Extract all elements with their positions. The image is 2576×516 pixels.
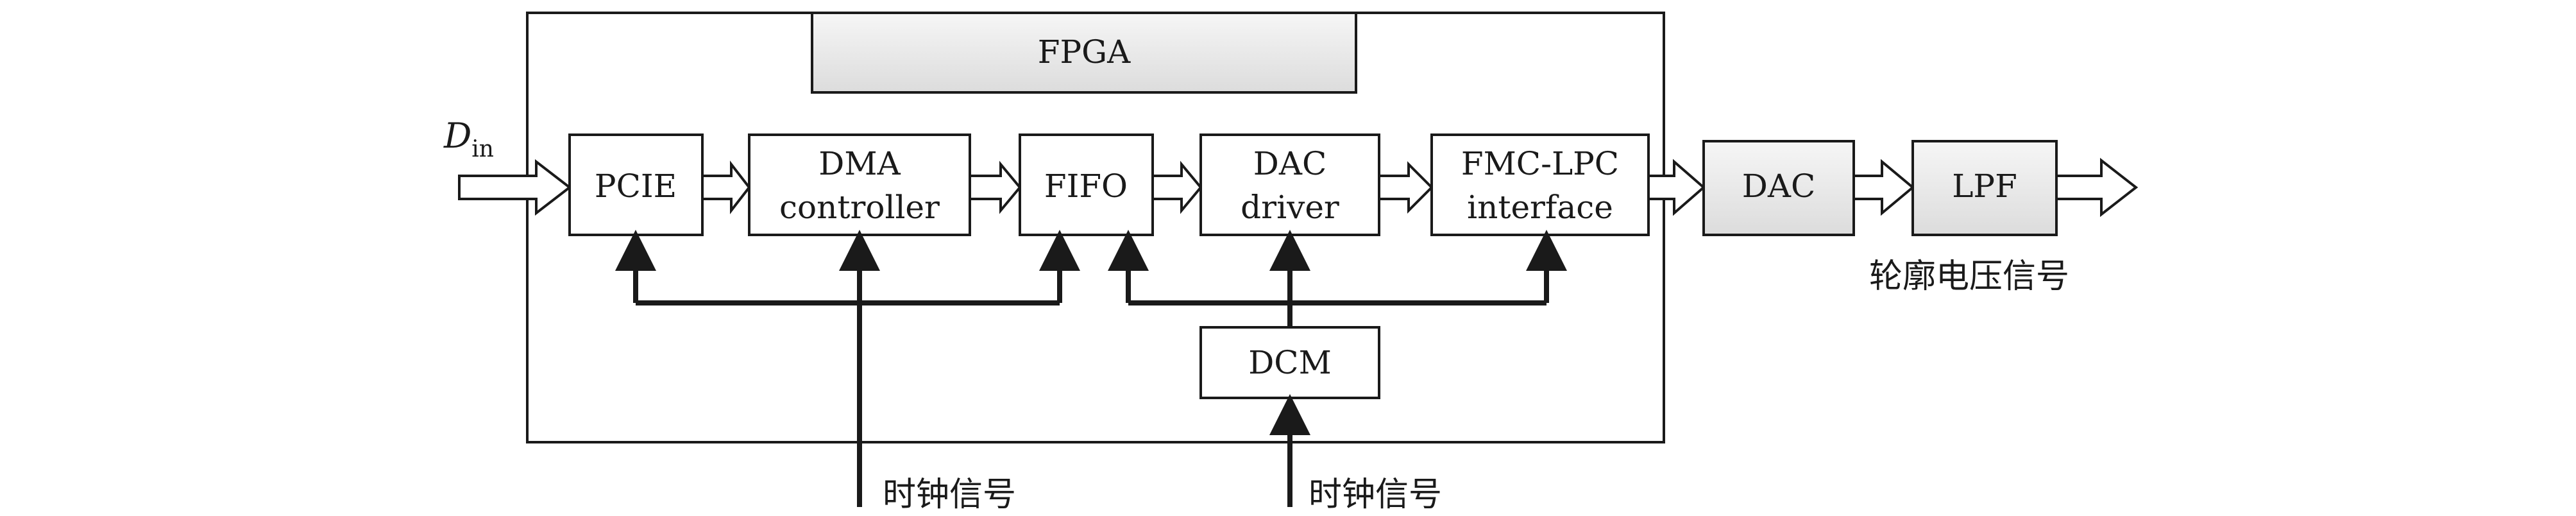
fpga-title-bar	[811, 12, 1357, 94]
block-fifo-box	[1019, 133, 1154, 236]
block-lpf: LPF	[1911, 140, 2058, 236]
block-dac-external-box	[1702, 140, 1855, 236]
block-lpf-box	[1911, 140, 2058, 236]
clock-signal-label-2: 时钟信号	[1309, 476, 1442, 514]
output-signal-label: 轮廓电压信号	[1869, 257, 2069, 296]
block-fmc-label-1: FMC-LPC	[1461, 145, 1619, 182]
block-dac-driver-box	[1199, 133, 1380, 236]
block-dac-external-label: DAC	[1742, 168, 1815, 205]
input-label: Din	[443, 116, 494, 162]
fpga-title: FPGA	[1038, 33, 1131, 71]
input-arrow	[458, 159, 572, 216]
block-dcm: DCM	[1199, 326, 1380, 399]
clock-lines	[615, 230, 1567, 507]
block-dac-driver: DAC driver	[1199, 133, 1380, 236]
block-lpf-label: LPF	[1952, 168, 2017, 205]
arrow-fmc-dac	[1647, 159, 1706, 216]
block-fifo-label: FIFO	[1044, 168, 1128, 205]
block-pcie: PCIE	[568, 133, 704, 236]
block-dcm-label: DCM	[1248, 344, 1332, 381]
block-dac-driver-label-2: driver	[1241, 189, 1339, 226]
input-label-sub: in	[471, 136, 494, 162]
block-fmc-lpc: FMC-LPC interface	[1430, 133, 1650, 236]
clock-signal-label-1: 时钟信号	[883, 476, 1016, 514]
block-dma-box	[748, 133, 971, 236]
arrow-fifo-dacdriver	[1151, 160, 1203, 214]
data-path-arrows	[458, 157, 2139, 218]
block-dac-external: DAC	[1702, 140, 1855, 236]
block-dcm-box	[1199, 326, 1380, 399]
arrow-dac-lpf	[1852, 159, 1915, 216]
input-label-main: D	[443, 116, 471, 156]
block-pcie-box	[568, 133, 704, 236]
block-dma-controller: DMA controller	[748, 133, 971, 236]
block-fmc-label-2: interface	[1467, 189, 1613, 226]
output-arrow	[2055, 157, 2139, 218]
block-pcie-label: PCIE	[595, 168, 677, 205]
block-dac-driver-label-1: DAC	[1253, 145, 1326, 182]
block-dma-label-1: DMA	[818, 145, 901, 182]
arrow-pcie-dma	[701, 160, 751, 214]
block-dma-label-2: controller	[779, 189, 940, 226]
arrow-dma-fifo	[969, 160, 1022, 214]
block-fifo: FIFO	[1019, 133, 1154, 236]
arrow-dacdriver-fmc	[1378, 161, 1434, 214]
